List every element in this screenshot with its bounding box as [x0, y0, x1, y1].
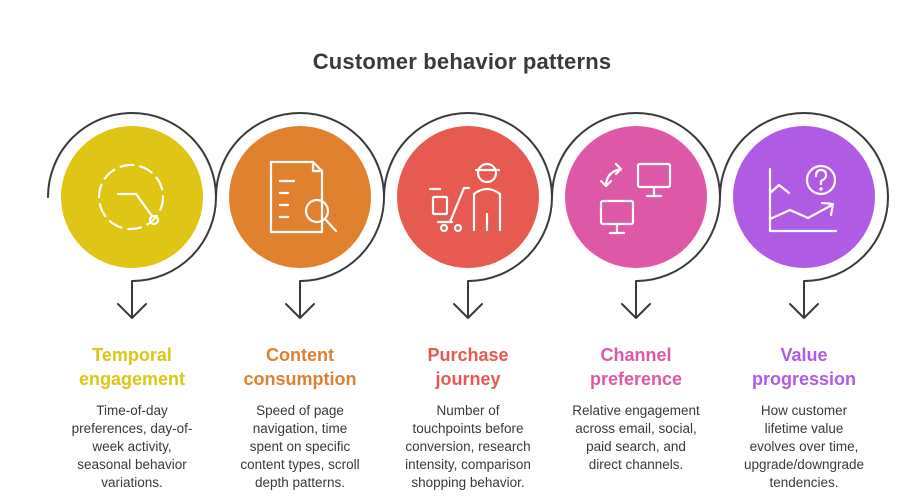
growth-chart-question-icon [768, 164, 838, 233]
stage-circle-value [733, 126, 875, 268]
description-line: conversion, research [405, 439, 531, 454]
stage-title-line1: Channel [600, 345, 672, 365]
description-line: preferences, day-of- [71, 421, 193, 436]
stage-title-line1: Purchase [427, 345, 509, 365]
description-line: navigation, time [252, 421, 348, 436]
arc-4 [551, 112, 722, 282]
stage-description-temporal: Time-of-day preferences, day-of- week ac… [52, 402, 212, 492]
description-line: tendencies. [769, 475, 839, 490]
stage-title-line1: Value [780, 345, 828, 365]
stage-description-purchase: Number of touchpoints before conversion,… [388, 402, 548, 492]
timer-icon [97, 163, 165, 231]
stage-circle-channel [565, 126, 707, 268]
stage-title-purchase: Purchase journey [393, 343, 543, 391]
arc-5 [719, 112, 890, 282]
stage-title-channel: Channel preference [561, 343, 711, 391]
down-arrow-icon [789, 280, 819, 319]
description-line: variations. [101, 475, 163, 490]
description-line: lifetime value [764, 421, 844, 436]
description-line: Relative engagement [572, 403, 700, 418]
shopper-cart-icon [428, 162, 502, 233]
description-line: seasonal behavior [77, 457, 187, 472]
down-arrow-icon [453, 280, 483, 319]
stage-description-content: Speed of page navigation, time spent on … [220, 402, 380, 492]
description-line: upgrade/downgrade [743, 457, 865, 472]
arc-2 [215, 112, 386, 282]
devices-sync-icon [599, 162, 672, 235]
description-line: depth patterns. [254, 475, 346, 490]
stage-title-content: Content consumption [225, 343, 375, 391]
description-line: week activity, [92, 439, 172, 454]
down-arrow-icon [117, 280, 147, 319]
description-line: evolves over time, [749, 439, 859, 454]
stage-title-line2: progression [751, 369, 857, 389]
stage-description-value: How customer lifetime value evolves over… [724, 402, 884, 492]
stage-circle-content [229, 126, 371, 268]
down-arrow-icon [621, 280, 651, 319]
stage-circle-purchase [397, 126, 539, 268]
description-line: direct channels. [588, 457, 684, 472]
arc-1 [47, 112, 218, 282]
stage-title-value: Value progression [729, 343, 879, 391]
description-line: How customer [760, 403, 848, 418]
description-line: Number of [436, 403, 500, 418]
down-arrow-icon [285, 280, 315, 319]
stage-title-line1: Content [266, 345, 334, 365]
description-line: intensity, comparison [405, 457, 531, 472]
connector-arcs [47, 112, 890, 282]
description-line: Time-of-day [96, 403, 168, 418]
description-line: across email, social, [575, 421, 697, 436]
stage-title-line1: Temporal [92, 345, 172, 365]
description-line: touchpoints before [412, 421, 524, 436]
stage-description-channel: Relative engagement across email, social… [556, 402, 716, 474]
stage-circle-temporal [61, 126, 203, 268]
down-arrows [117, 280, 819, 319]
stage-title-line2: engagement [78, 369, 186, 389]
description-line: content types, scroll [240, 457, 360, 472]
description-line: spent on specific [249, 439, 351, 454]
description-line: Speed of page [256, 403, 344, 418]
stage-title-line2: preference [589, 369, 683, 389]
description-line: paid search, and [586, 439, 686, 454]
description-line: shopping behavior. [411, 475, 525, 490]
stage-title-line2: consumption [243, 369, 357, 389]
stage-title-line2: journey [435, 369, 501, 389]
document-search-icon [269, 160, 338, 234]
stage-title-temporal: Temporal engagement [57, 343, 207, 391]
arc-3 [383, 112, 554, 282]
diagram-title: Customer behavior patterns [312, 49, 612, 74]
